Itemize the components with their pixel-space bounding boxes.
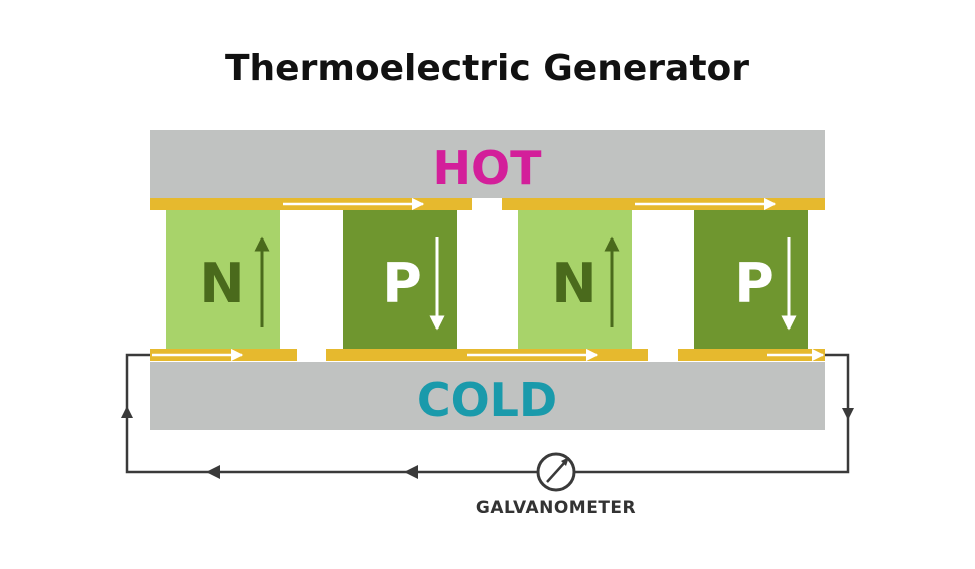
wire-arrow-left-up	[121, 406, 133, 418]
hot-label: HOT	[433, 141, 543, 195]
galvanometer-label: GALVANOMETER	[476, 498, 636, 518]
wire-arrow-bottom-left-1	[404, 465, 418, 479]
cold-plate	[150, 362, 825, 430]
leg-label-3: N	[551, 252, 596, 315]
hot-plate	[150, 130, 825, 198]
galvanometer	[536, 452, 576, 492]
circuit-wire	[125, 353, 850, 474]
bottom-conductor-3	[678, 349, 825, 361]
galvanometer-needle-tip	[561, 457, 569, 466]
leg-group: N P N P	[166, 210, 808, 349]
leg-label-1: N	[199, 252, 244, 315]
page-title: Thermoelectric Generator	[225, 48, 749, 89]
leg-label-4: P	[734, 252, 774, 315]
wire-arrow-bottom-left-2	[206, 465, 220, 479]
cold-label: COLD	[417, 373, 557, 427]
leg-label-2: P	[382, 252, 422, 315]
wire-arrow-right-down	[842, 408, 854, 420]
galvanometer-needle	[546, 461, 566, 483]
